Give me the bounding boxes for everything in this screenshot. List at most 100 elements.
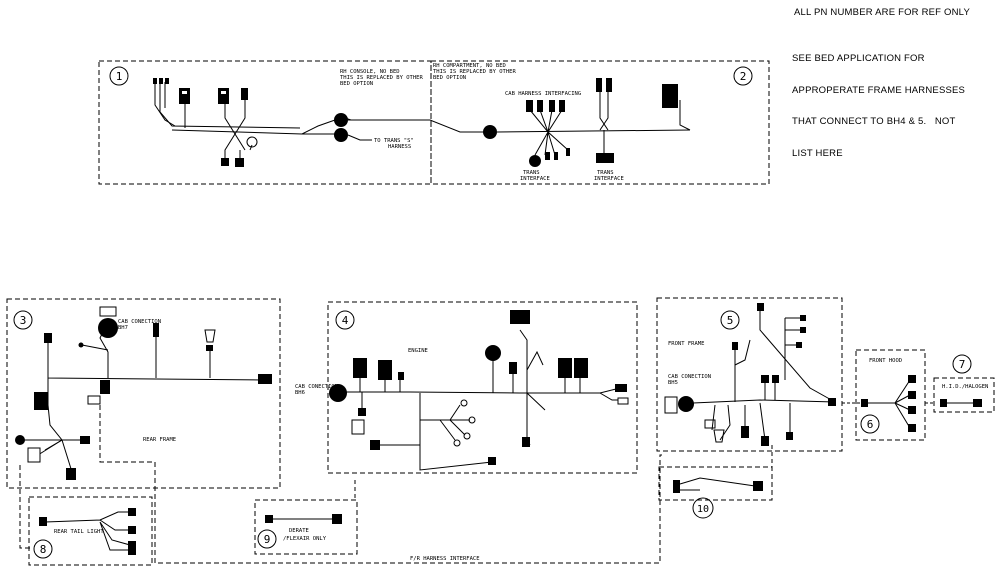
callout-3: 3: [20, 314, 27, 327]
bulkhead-connector: [98, 318, 118, 338]
harness-wire: [529, 109, 563, 133]
bed-note-line: SEE BED APPLICATION FOR: [792, 53, 925, 64]
connector: [861, 399, 868, 407]
harness-wire: [759, 310, 836, 403]
connector: [704, 419, 716, 429]
connector: [828, 398, 836, 406]
connector: [574, 358, 588, 378]
connector: [39, 517, 47, 526]
connector: [204, 329, 216, 343]
panel-6-box: [855, 349, 926, 441]
panel-8-box: [28, 496, 153, 566]
cab-conection-bh6-label: CAB CONECTION: [295, 384, 338, 390]
callout-8-circle: [33, 539, 53, 559]
connector: [559, 100, 565, 112]
rh-compartment-label: RH COMPARTMENT, NO BED: [433, 63, 506, 69]
connector: [353, 358, 367, 378]
connector: [128, 508, 136, 516]
rear-tail-light-label: REAR TAIL LIGHT: [54, 529, 104, 535]
connector: [617, 397, 629, 405]
bed-note-line: APPROPERATE FRAME HARNESSES: [792, 84, 966, 96]
connector: [761, 436, 769, 446]
rh-console-label: BED OPTION: [340, 81, 373, 87]
harness-wire: [692, 399, 836, 404]
connector: [460, 399, 468, 407]
front-hood-label: FRONT HOOD: [869, 358, 902, 364]
connector: [218, 88, 229, 104]
harness-wire: [784, 317, 805, 380]
connector: [741, 426, 749, 438]
callout-1-circle: [109, 66, 129, 86]
connector: [246, 136, 258, 148]
connector: [378, 360, 392, 380]
connector: [732, 342, 738, 350]
bed-note-line: THAT CONNECT TO BH4 & 5. NOT: [792, 116, 956, 127]
rh-console-label: RH CONSOLE, NO BED: [340, 69, 400, 75]
trans-interface-label: TRANS: [523, 170, 540, 176]
to-trans-label: TO TRANS "S": [374, 138, 414, 144]
connector: [761, 375, 769, 383]
callout-8: 8: [40, 543, 47, 556]
harness-wire: [348, 119, 485, 133]
connector: [44, 333, 52, 343]
harness-wire: [599, 392, 618, 401]
connector: [351, 419, 365, 435]
callout-3-circle: [13, 310, 33, 330]
harness-wire: [868, 379, 911, 429]
callout-7-circle: [952, 354, 972, 374]
harness-wire: [155, 335, 211, 378]
connector: [615, 384, 627, 392]
rh-compartment-label: BED OPTION: [433, 75, 466, 81]
harness-wire: [734, 339, 751, 402]
connector: [545, 152, 550, 160]
callout-6-circle: [860, 414, 880, 434]
connector: [463, 432, 471, 440]
harness-wire: [20, 439, 85, 473]
connector: [265, 515, 273, 523]
callout-5-circle: [720, 310, 740, 330]
interface-line: [19, 465, 30, 549]
front-frame-label: FRONT FRAME: [668, 341, 704, 347]
fr-interface-label: F/R HARNESS INTERFACE: [410, 556, 480, 562]
connector: [398, 372, 404, 380]
rear-frame-label: REAR FRAME: [143, 437, 176, 443]
connector: [786, 432, 793, 440]
callout-9-circle: [257, 529, 277, 549]
rh-compartment-label: THIS IS REPLACED BY OTHER: [433, 69, 516, 75]
panel-3-box: [6, 298, 281, 489]
bed-application-note: SEE BED APPLICATION FOR APPROPERATE FRAM…: [792, 33, 965, 180]
panel-9-box: [254, 499, 358, 555]
harness-wire: [679, 477, 756, 491]
connector: [235, 158, 244, 167]
callout-5: 5: [727, 314, 734, 327]
derate-label: DERATE: [289, 528, 309, 534]
panel-4-box: [327, 301, 638, 474]
harness-wire: [249, 144, 253, 151]
connector: [358, 408, 366, 416]
connector: [908, 424, 916, 432]
connector: [159, 78, 163, 84]
connector: [908, 375, 916, 383]
connector: [206, 345, 213, 351]
bulkhead-connector: [334, 128, 348, 142]
connector: [596, 78, 602, 92]
harness-wire: [420, 404, 470, 441]
harness-wire: [44, 378, 63, 451]
connector: [908, 406, 916, 414]
connector: [566, 148, 570, 156]
panel-5-box: [656, 297, 843, 452]
derate-label: /FLEXAIR ONLY: [283, 536, 327, 542]
panel-2-box: [430, 60, 770, 185]
connector: [128, 526, 136, 534]
connector: [370, 440, 380, 450]
harness-wire: [81, 344, 109, 351]
connector: [558, 358, 572, 378]
harness-wire: [711, 402, 791, 441]
connector: [537, 100, 543, 112]
ecm-connector: [510, 310, 530, 324]
connector: [973, 399, 982, 407]
bulkhead-connector: [678, 396, 694, 412]
connector: [549, 100, 555, 112]
connector: [554, 152, 558, 160]
